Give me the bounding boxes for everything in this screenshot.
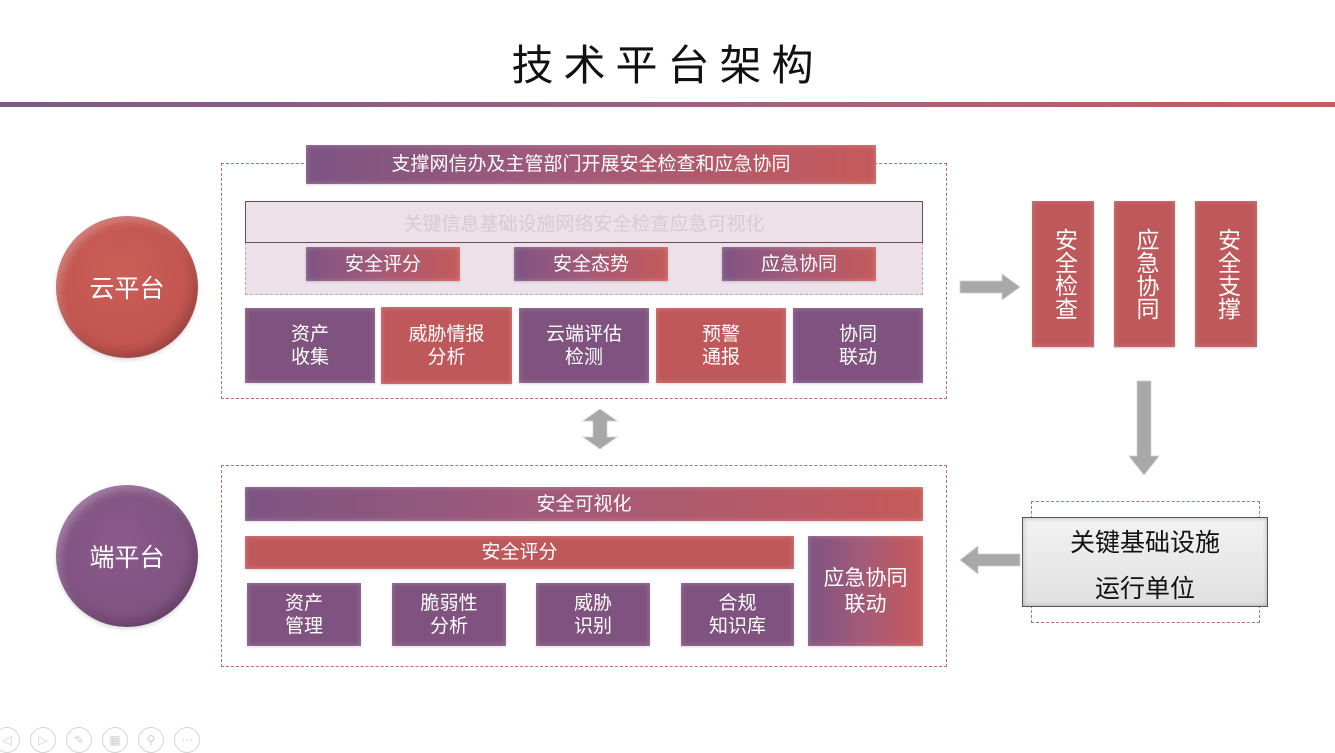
zoom-icon[interactable]: ⚲ [138, 727, 164, 753]
cloud-sub-item-security-score: 安全评分 [306, 247, 460, 281]
cloud-top-banner: 支撑网信办及主管部门开展安全检查和应急协同 [306, 145, 876, 184]
up-down-arrow-icon [581, 408, 619, 450]
cloud-module: 预警 通报 [656, 308, 786, 383]
cloud-module: 云端评估 检测 [519, 308, 649, 383]
slides-grid-icon[interactable]: ▦ [102, 727, 128, 753]
edge-module: 威胁 识别 [536, 583, 650, 646]
page-title: 技术平台架构 [511, 41, 824, 90]
title-divider [0, 102, 1335, 107]
edge-platform-badge: 端平台 [56, 485, 198, 627]
edge-visualization-bar: 安全可视化 [245, 487, 923, 521]
cloud-visualization-band: 关键信息基础设施网络安全检查应急可视化 [245, 201, 923, 243]
left-arrow-icon [959, 545, 1021, 575]
slideshow-toolbar: ◁ ▷ ✎ ▦ ⚲ ··· [0, 727, 200, 753]
cloud-sub-item-emergency: 应急协同 [722, 247, 876, 281]
output-security-support: 安全支撑 [1195, 201, 1257, 347]
prev-slide-icon[interactable]: ◁ [0, 727, 20, 753]
cloud-sub-item-security-posture: 安全态势 [514, 247, 668, 281]
edge-scoring-bar: 安全评分 [245, 536, 794, 569]
next-slide-icon[interactable]: ▷ [30, 727, 56, 753]
more-icon[interactable]: ··· [174, 727, 200, 753]
cloud-module: 资产 收集 [245, 308, 375, 383]
pen-icon[interactable]: ✎ [66, 727, 92, 753]
down-arrow-icon [1128, 380, 1160, 476]
edge-module: 资产 管理 [247, 583, 361, 646]
edge-platform-frame [221, 465, 947, 667]
edge-module: 脆弱性 分析 [392, 583, 506, 646]
output-security-check: 安全检查 [1032, 201, 1094, 347]
cloud-module: 协同 联动 [793, 308, 923, 383]
edge-module: 合规 知识库 [681, 583, 794, 646]
output-emergency-coordination: 应急协同 [1114, 201, 1175, 347]
cloud-module: 威胁情报 分析 [381, 307, 512, 384]
right-arrow-icon [959, 273, 1021, 301]
edge-emergency-linkage: 应急协同 联动 [808, 536, 923, 646]
cloud-platform-badge: 云平台 [56, 216, 198, 358]
operator-unit-box: 关键基础设施 运行单位 [1022, 517, 1268, 607]
